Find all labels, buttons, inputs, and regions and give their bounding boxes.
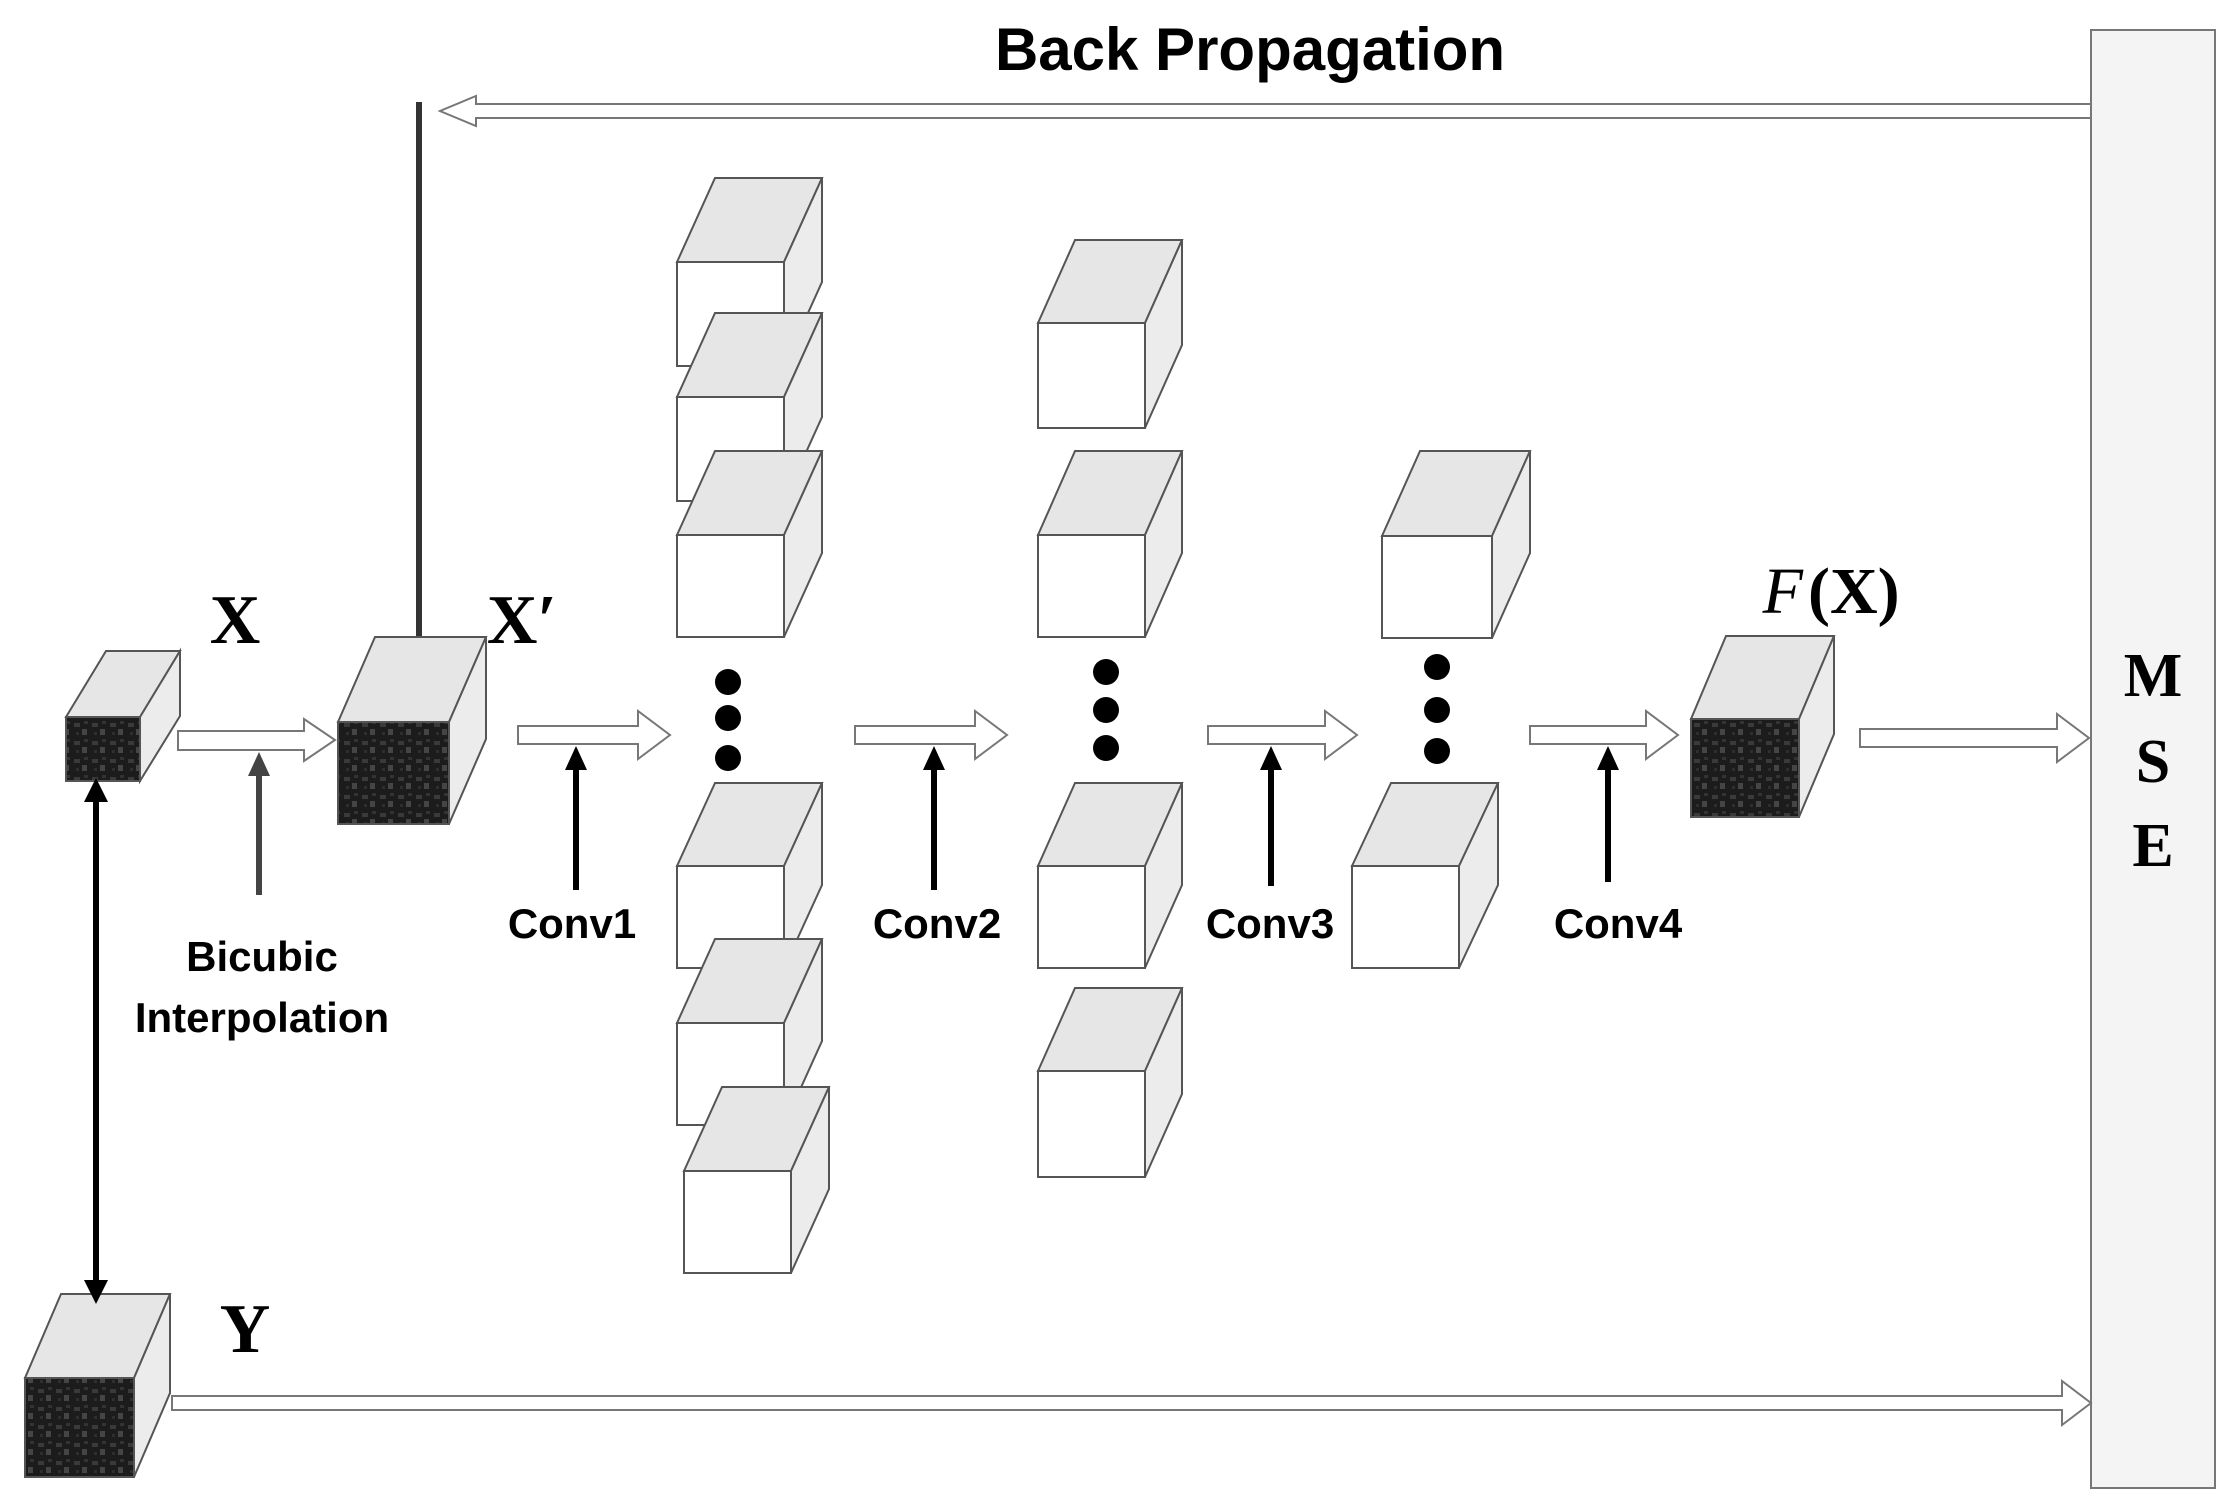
flow-arrows xyxy=(171,709,2093,1428)
ellipsis-dot xyxy=(1093,735,1119,761)
mse-block: M S E xyxy=(2090,29,2216,1489)
ellipsis-dot xyxy=(715,705,741,731)
label-bicubic-line1: Bicubic xyxy=(186,933,338,980)
label-conv4: Conv4 xyxy=(1554,900,1683,947)
arrow-to-mse xyxy=(1859,712,2091,764)
arrow-bicubic xyxy=(177,717,337,763)
label-x-prime: X′ xyxy=(487,582,557,659)
cube-x xyxy=(64,647,182,785)
mse-letter-e: E xyxy=(2132,812,2173,880)
arrow-conv2 xyxy=(854,709,1009,761)
mse-bar xyxy=(2090,29,2216,1489)
feature-maps-conv2 xyxy=(1036,239,1184,1178)
arrow-y-to-mse xyxy=(171,1378,2093,1428)
label-bicubic-line2: Interpolation xyxy=(135,994,389,1041)
label-x: X xyxy=(210,582,261,659)
label-conv3: Conv3 xyxy=(1206,900,1334,947)
feature-cube xyxy=(1350,782,1500,969)
arrow-conv4 xyxy=(1529,709,1680,761)
label-y: Y xyxy=(220,1291,271,1368)
ellipsis-dot xyxy=(1424,654,1450,680)
feature-maps-conv3 xyxy=(1350,450,1532,969)
label-fx-function: F xyxy=(1762,555,1804,628)
arrow-conv3 xyxy=(1207,709,1359,761)
ellipsis-dot xyxy=(715,745,741,771)
cube-y xyxy=(23,1293,172,1478)
ellipsis-dot xyxy=(1093,697,1119,723)
cube-fx xyxy=(1689,635,1836,818)
back-propagation-arrow: Back Propagation xyxy=(416,16,2092,636)
label-conv2: Conv2 xyxy=(873,900,1001,947)
back-propagation-title: Back Propagation xyxy=(995,16,1505,83)
ellipsis-dot xyxy=(715,669,741,695)
feature-maps-conv1 xyxy=(675,177,831,1274)
operation-pointers xyxy=(248,746,1619,895)
mse-letter-s: S xyxy=(2136,728,2170,796)
ellipsis-dot xyxy=(1424,738,1450,764)
cube-x-prime xyxy=(336,636,488,825)
feature-cube xyxy=(1380,450,1532,639)
feature-cube xyxy=(1036,987,1184,1178)
arrow-conv1 xyxy=(517,709,672,761)
operation-labels: Bicubic Interpolation Conv1 Conv2 Conv3 … xyxy=(135,900,1683,1041)
label-fx-argument: (X) xyxy=(1808,555,1900,628)
feature-cube xyxy=(682,1086,831,1274)
feature-cube xyxy=(1036,450,1184,638)
feature-cube xyxy=(675,450,824,638)
ellipsis-dot xyxy=(1093,659,1119,685)
label-conv1: Conv1 xyxy=(508,900,636,947)
feature-cube xyxy=(1036,782,1184,969)
feature-cube xyxy=(1036,239,1184,429)
mse-letter-m: M xyxy=(2124,642,2183,710)
label-fx: F (X) xyxy=(1762,555,1900,628)
x-y-double-arrow xyxy=(84,778,108,1304)
ellipsis-dot xyxy=(1424,697,1450,723)
